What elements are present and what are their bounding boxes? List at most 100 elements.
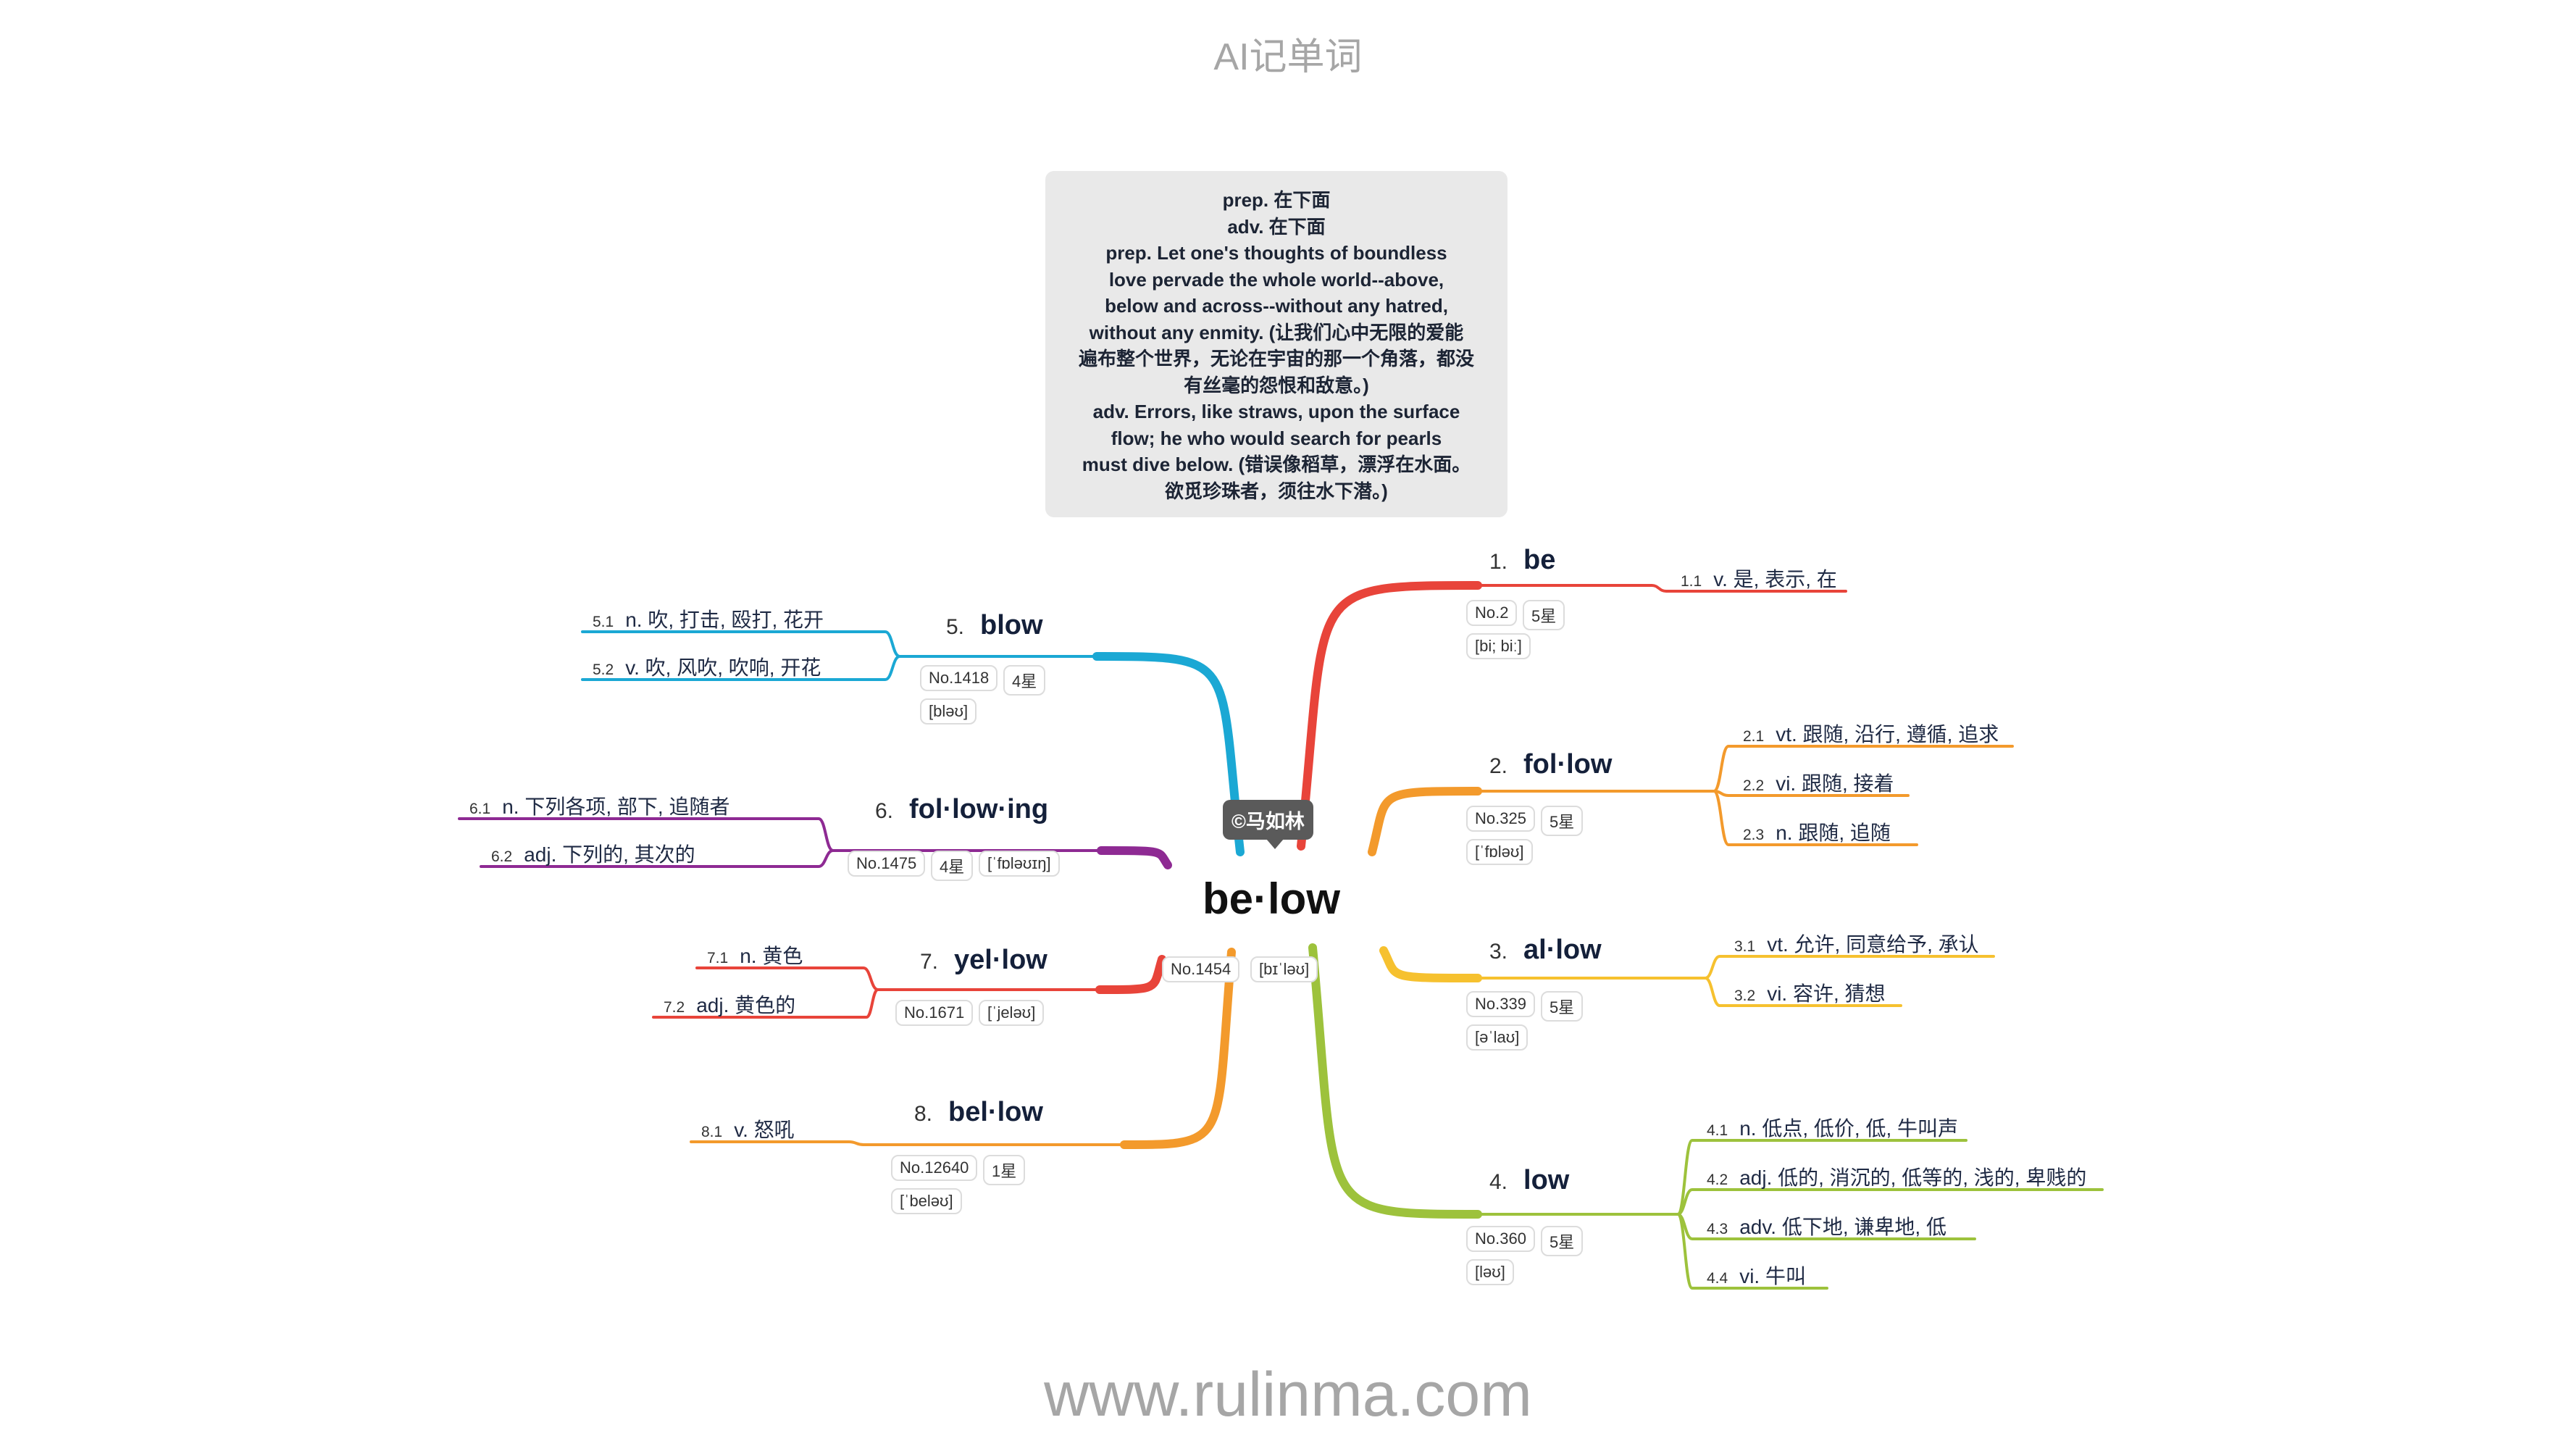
- sense-item: 3.1 vt. 允许, 同意给予, 承认: [1734, 929, 1979, 958]
- website-url: www.rulinma.com: [1044, 1360, 1532, 1429]
- branch-word: fol·low: [1523, 749, 1613, 780]
- sense-4.2-connector: [1676, 1188, 2104, 1216]
- branch-1-connector: [1297, 581, 1482, 851]
- branch-2-word: 2. fol·low: [1489, 749, 1612, 780]
- sense-6.1-connector: [458, 817, 835, 852]
- branch-number: 3.: [1489, 940, 1508, 964]
- sense-item: 4.2 adj. 低的, 消沉的, 低等的, 浅的, 卑贱的: [1707, 1162, 2086, 1191]
- sense-text: adj. 低的, 消沉的, 低等的, 浅的, 卑贱的: [1739, 1166, 2087, 1189]
- sense-3.1-connector: [1704, 955, 1995, 980]
- definition-line: prep. Let one's thoughts of boundless: [1105, 242, 1447, 264]
- branch-1-word: 1. be: [1489, 545, 1555, 576]
- sense-item: 8.1 v. 怒吼: [701, 1114, 795, 1143]
- word-number-tag: No.12640: [891, 1155, 978, 1181]
- phonetic-tag: [ləʊ]: [1466, 1259, 1514, 1285]
- copyright-badge-pointer: [1266, 839, 1284, 849]
- app-title: AI记单词: [1213, 36, 1363, 78]
- sense-4.4-connector: [1676, 1213, 1828, 1290]
- star-rating-tag: 5星: [1541, 806, 1584, 836]
- definition-line: must dive below. (错误像稻草，漂浮在水面。: [1082, 454, 1471, 475]
- sense-number: 7.2: [664, 999, 685, 1016]
- sense-item: 5.2 v. 吹, 风吹, 吹响, 开花: [593, 652, 821, 681]
- branch-number: 7.: [920, 950, 939, 974]
- sense-6.2-connector: [480, 849, 835, 868]
- branch-3-connector: [1379, 946, 1482, 982]
- definition-line: love pervade the whole world--above,: [1108, 268, 1444, 291]
- sense-7.1-connector: [695, 966, 879, 991]
- branch-6-word: 6. fol·low·ing: [875, 794, 1048, 825]
- star-rating-tag: 5星: [1541, 991, 1584, 1022]
- sense-number: 3.1: [1734, 938, 1756, 955]
- sense-number: 5.2: [593, 661, 614, 678]
- branch-3-word: 3.al·low: [1489, 935, 1602, 966]
- branch-7-word: 7. yel·low: [920, 945, 1047, 976]
- branch-word: blow: [980, 610, 1043, 640]
- definition-line: 欲觅珍珠者，须往水下潜。): [1165, 480, 1388, 502]
- branch-8-connector: [1120, 948, 1236, 1149]
- branch-word: low: [1523, 1165, 1570, 1195]
- sense-text: vi. 牛叫: [1739, 1265, 1806, 1287]
- sense-number: 4.4: [1707, 1270, 1728, 1287]
- branch-4-word: 4. low: [1489, 1165, 1569, 1196]
- sense-5.2-connector: [581, 655, 901, 681]
- word-number-tag: No.1418: [920, 665, 998, 691]
- center-word-phonetic: [bɪˈləʊ]: [1250, 956, 1318, 982]
- sense-item: 4.4 vi. 牛叫: [1707, 1261, 1806, 1290]
- branch-number: 2.: [1489, 754, 1508, 778]
- sense-2.1-connector: [1713, 745, 2014, 793]
- branch-5-connector: [1092, 652, 1245, 856]
- sense-3.2-connector: [1704, 977, 1902, 1007]
- sense-text: n. 吹, 打击, 殴打, 花开: [625, 609, 824, 631]
- center-word: be·low: [1203, 874, 1340, 923]
- branch-word: yel·low: [954, 945, 1047, 975]
- branch-word: fol·low·ing: [909, 794, 1049, 824]
- sense-number: 4.1: [1707, 1122, 1728, 1139]
- definition-line: 遍布整个世界，无论在宇宙的那一个角落，都没: [1078, 348, 1474, 369]
- sense-number: 2.2: [1743, 777, 1765, 794]
- branch-number: 6.: [875, 799, 894, 823]
- word-number-tag: No.360: [1466, 1226, 1535, 1252]
- sense-number: 4.2: [1707, 1172, 1728, 1188]
- sense-item: 1.1 v. 是, 表示, 在: [1681, 564, 1837, 593]
- sense-number: 1.1: [1681, 573, 1702, 590]
- branch-4-connector: [1308, 943, 1482, 1219]
- phonetic-tag: [bləʊ]: [920, 698, 977, 724]
- word-number-tag: No.1475: [848, 851, 926, 877]
- sense-text: v. 吹, 风吹, 吹响, 开花: [625, 656, 821, 679]
- branch-5-word: 5.blow: [946, 610, 1043, 641]
- sense-number: 7.1: [707, 950, 729, 966]
- sense-2.3-connector: [1713, 790, 1918, 846]
- phonetic-tag: [ˈfɒləʊ]: [1466, 839, 1533, 865]
- branch-number: 1.: [1489, 550, 1508, 574]
- sense-number: 8.1: [701, 1124, 723, 1140]
- sense-text: v. 怒吼: [734, 1119, 795, 1141]
- word-number-tag: No.1671: [895, 1000, 974, 1026]
- phonetic-tag: [ˈjeləʊ]: [979, 1000, 1045, 1026]
- definition-line: without any enmity. (让我们心中无限的爱能: [1089, 321, 1464, 343]
- branch-word: be: [1523, 545, 1556, 575]
- sense-text: v. 是, 表示, 在: [1713, 568, 1837, 590]
- sense-item: 7.1 n. 黄色: [707, 940, 803, 969]
- branch-8-word: 8.bel·low: [914, 1097, 1043, 1128]
- definition-line: prep. 在下面: [1222, 189, 1331, 211]
- center-word-number: No.1454: [1162, 956, 1240, 982]
- sense-text: vt. 允许, 同意给予, 承认: [1767, 933, 1979, 956]
- phonetic-tag: [ˈbeləʊ]: [891, 1188, 962, 1214]
- sense-text: n. 黄色: [740, 945, 803, 967]
- star-rating-tag: 4星: [1003, 665, 1046, 696]
- sense-number: 4.3: [1707, 1221, 1728, 1237]
- sense-1.1-connector: [1650, 584, 1847, 593]
- branch-number: 4.: [1489, 1170, 1508, 1194]
- sense-text: vt. 跟随, 沿行, 遵循, 追求: [1776, 723, 1999, 746]
- sense-text: n. 下列各项, 部下, 追随者: [502, 796, 730, 818]
- definition-line: adv. 在下面: [1227, 215, 1326, 238]
- sense-text: n. 低点, 低价, 低, 牛叫声: [1739, 1117, 1959, 1140]
- sense-number: 2.3: [1743, 827, 1765, 843]
- phonetic-tag: [əˈlaʊ]: [1466, 1024, 1529, 1051]
